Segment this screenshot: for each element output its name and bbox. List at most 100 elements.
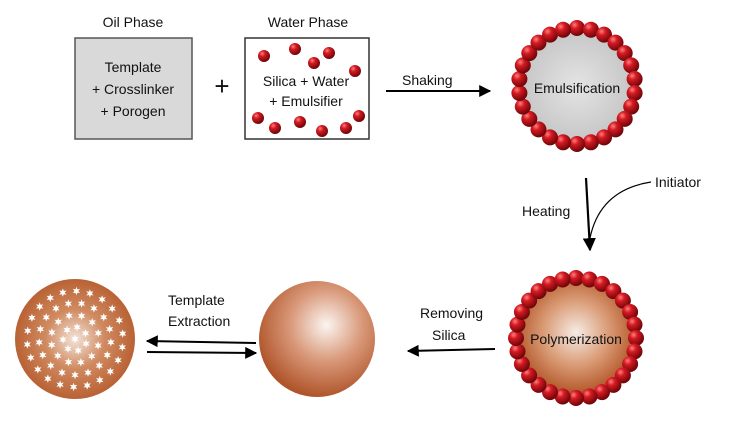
cavity-icon xyxy=(77,299,86,308)
silica-bead xyxy=(596,26,612,43)
heating-label: Heating xyxy=(522,203,570,219)
heating-arrow xyxy=(582,177,596,252)
silica-bead xyxy=(294,116,306,128)
oil-phase-line-2: + Crosslinker xyxy=(92,81,174,97)
silica-bead xyxy=(623,57,640,74)
cavity-icon xyxy=(108,304,116,313)
silica-bead xyxy=(308,57,320,69)
cavity-icon xyxy=(71,370,79,380)
cavity-icon xyxy=(59,288,67,297)
silica-bead xyxy=(582,21,599,38)
silica-bead xyxy=(569,20,585,36)
silica-bead xyxy=(521,45,538,62)
imprinted-cavities xyxy=(23,286,127,392)
silica-bead xyxy=(542,275,558,292)
initiator-label: Initiator xyxy=(655,174,701,190)
cavity-icon xyxy=(100,313,108,322)
cavity-icon xyxy=(35,338,43,347)
cavity-icon xyxy=(65,311,73,320)
initiator-curve xyxy=(589,181,652,239)
cavity-icon xyxy=(72,286,80,296)
silica-bead xyxy=(626,343,643,360)
cavity-icon xyxy=(88,352,96,361)
cavity-icon xyxy=(114,356,122,365)
cavity-icon xyxy=(81,329,90,338)
silica-bead xyxy=(530,34,547,51)
silica-bead xyxy=(542,26,558,43)
template-extraction-line-1: Template xyxy=(168,292,225,308)
silica-bead xyxy=(511,85,528,101)
silica-bead xyxy=(607,34,624,51)
silica-bead xyxy=(258,50,270,62)
cavity-icon xyxy=(64,344,72,353)
cavity-icon xyxy=(96,375,104,385)
silica-bead xyxy=(626,71,643,87)
silica-bead xyxy=(594,384,610,401)
cavity-icon xyxy=(59,335,67,344)
silica-bead xyxy=(349,65,361,77)
silica-bead xyxy=(542,129,558,146)
cavity-icon xyxy=(88,318,96,327)
cavity-icon xyxy=(63,325,71,335)
cavity-icon xyxy=(64,357,73,367)
cavity-icon xyxy=(39,350,47,360)
silica-bead xyxy=(530,121,547,138)
silica-bead xyxy=(622,304,639,320)
silica-bead xyxy=(289,43,301,55)
cavity-icon xyxy=(106,324,114,334)
cavity-icon xyxy=(54,351,62,360)
cavity-icon xyxy=(106,367,114,376)
cavity-icon xyxy=(58,368,66,377)
cavity-icon xyxy=(24,326,32,335)
silica-bead xyxy=(514,98,531,115)
cavity-icon xyxy=(73,323,81,332)
cavity-icon xyxy=(115,316,123,325)
template-extraction-arrow-right xyxy=(146,346,258,359)
cavity-icon xyxy=(83,381,91,390)
silica-bead xyxy=(594,275,610,292)
silica-bead xyxy=(616,110,633,127)
polymerization-label: Polymerization xyxy=(530,331,622,347)
silica-bead xyxy=(353,110,365,122)
silica-bead xyxy=(509,316,526,333)
cavity-icon xyxy=(56,380,64,389)
silica-bead xyxy=(316,125,328,137)
oil-phase-line-3: + Porogen xyxy=(101,103,166,119)
silica-bead xyxy=(521,110,538,127)
silica-bead xyxy=(582,134,599,151)
silica-bead xyxy=(555,134,572,151)
silica-bead xyxy=(568,270,584,286)
silica-bead xyxy=(581,271,598,288)
cavity-icon xyxy=(103,350,111,360)
cavity-icon xyxy=(95,361,103,370)
silica-bead xyxy=(616,45,633,62)
removing-silica-arrow xyxy=(406,344,496,357)
cavity-icon xyxy=(86,289,94,298)
silica-bead xyxy=(626,85,643,101)
cavity-icon xyxy=(77,358,85,367)
water-phase-silica-beads xyxy=(252,43,365,137)
removing-silica-line-1: Removing xyxy=(420,305,483,321)
polymer-core xyxy=(521,283,631,393)
cavity-icon xyxy=(46,293,54,303)
polymer-sphere xyxy=(259,281,375,397)
cavity-icon xyxy=(94,328,102,338)
silica-bead xyxy=(513,304,530,320)
water-phase-line-1: Silica + Water xyxy=(263,73,350,89)
silica-bead xyxy=(511,71,528,87)
silica-bead xyxy=(596,129,612,146)
removing-silica-line-2: Silica xyxy=(432,327,466,343)
water-phase-line-2: + Emulsifier xyxy=(269,93,343,109)
cavity-icon xyxy=(74,346,82,355)
silica-bead xyxy=(508,330,524,346)
cavity-icon xyxy=(47,361,55,370)
cavity-icon xyxy=(28,313,36,322)
silica-bead xyxy=(269,122,281,134)
cavity-icon xyxy=(98,295,106,304)
cavity-icon xyxy=(71,334,79,344)
cavity-icon xyxy=(84,368,92,377)
silica-bead xyxy=(530,283,547,300)
silica-bead xyxy=(323,47,335,59)
silica-bead xyxy=(554,271,571,288)
